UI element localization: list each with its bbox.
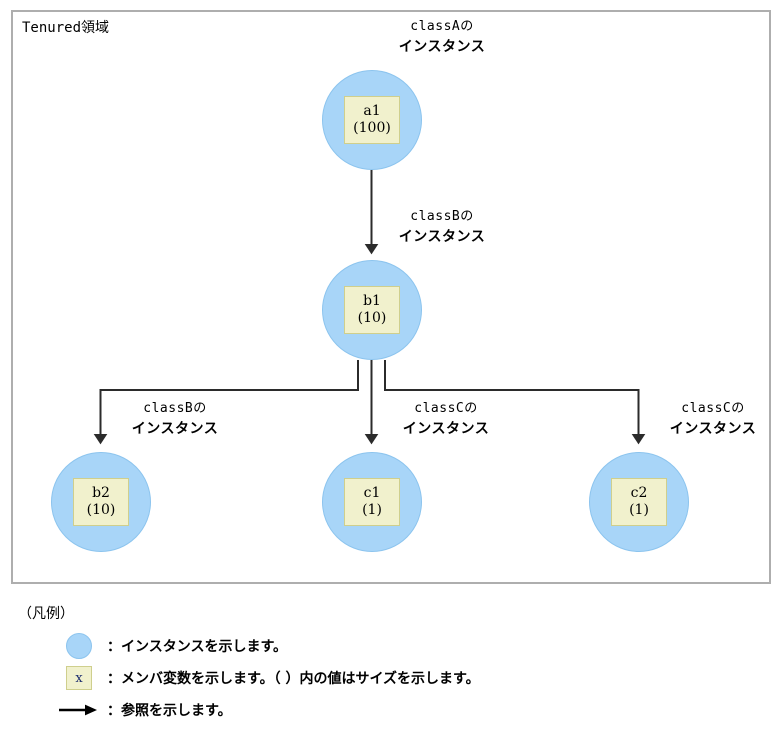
member-box-c1: c1 (1): [344, 478, 400, 526]
legend-instance-text: ：インスタンスを示します。: [107, 639, 288, 655]
member-box-icon: x: [66, 666, 92, 690]
label-c2: classCの インスタンス: [593, 400, 779, 439]
label-c2-class: classCの: [681, 401, 745, 416]
member-size-b1: (10): [357, 310, 387, 326]
node-a1[interactable]: a1 (100): [322, 70, 422, 170]
label-b2-class: classBの: [143, 401, 207, 416]
label-b1-instance: インスタンス: [398, 228, 486, 245]
member-box-b1: b1 (10): [344, 286, 400, 334]
label-c2-instance: インスタンス: [669, 420, 757, 437]
label-a1-instance: インスタンス: [398, 38, 486, 55]
node-c1[interactable]: c1 (1): [322, 452, 422, 552]
legend-arrow-swatch-wrap: [53, 703, 105, 717]
member-box-c2: c2 (1): [611, 478, 667, 526]
member-name-a1: a1: [363, 103, 381, 120]
label-c1-class: classCの: [414, 401, 478, 416]
label-c1: classCの インスタンス: [326, 400, 566, 439]
label-b2: classBの インスタンス: [55, 400, 295, 439]
legend-member-swatch-wrap: x: [53, 666, 105, 690]
legend-item-instance: ：インスタンスを示します。: [53, 632, 287, 660]
label-b1: classBの インスタンス: [322, 208, 562, 247]
member-box-a1: a1 (100): [344, 96, 400, 144]
label-c1-instance: インスタンス: [402, 420, 490, 437]
node-b2[interactable]: b2 (10): [51, 452, 151, 552]
member-name-b2: b2: [92, 485, 110, 502]
legend-item-reference: ：参照を示します。: [53, 696, 232, 724]
label-a1-class: classAの: [410, 19, 474, 34]
member-size-a1: (100): [353, 120, 391, 136]
legend-item-member: x ：メンバ変数を示します。（ ）内の値はサイズを示します。: [53, 664, 480, 692]
label-b2-instance: インスタンス: [131, 420, 219, 437]
member-size-c1: (1): [362, 502, 382, 518]
legend-reference-text: ：参照を示します。: [107, 703, 232, 719]
instance-circle-icon: [66, 633, 92, 659]
legend-instance-swatch-wrap: [53, 633, 105, 659]
legend-title: （凡例）: [18, 606, 74, 622]
member-name-c2: c2: [630, 485, 648, 502]
legend: （凡例） ：インスタンスを示します。 x ：メンバ変数を示します。（ ）内の値は…: [11, 598, 771, 728]
node-b1[interactable]: b1 (10): [322, 260, 422, 360]
member-size-c2: (1): [629, 502, 649, 518]
member-name-b1: b1: [363, 293, 381, 310]
member-name-c1: c1: [363, 485, 381, 502]
region-title: Tenured領域: [22, 20, 110, 36]
node-c2[interactable]: c2 (1): [589, 452, 689, 552]
reference-arrow-icon: [59, 704, 97, 716]
legend-member-text: ：メンバ変数を示します。（ ）内の値はサイズを示します。: [107, 671, 480, 687]
member-size-b2: (10): [86, 502, 116, 518]
instance-circle-b1: [322, 260, 422, 360]
label-a1: classAの インスタンス: [322, 18, 562, 57]
label-b1-class: classBの: [410, 209, 474, 224]
member-box-b2: b2 (10): [73, 478, 129, 526]
